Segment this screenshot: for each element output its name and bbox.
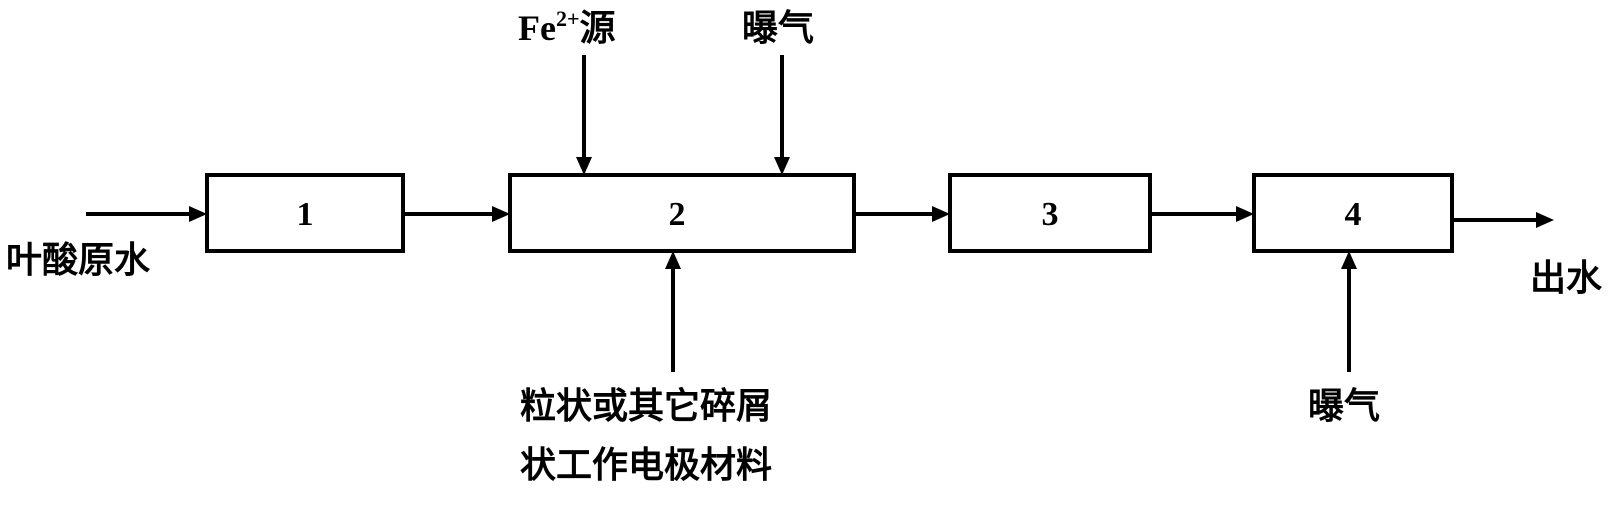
unit-3-box	[948, 173, 1152, 253]
arrow-unit1-to-unit2	[403, 206, 510, 222]
outlet-label: 出水	[1530, 258, 1603, 299]
outlet-arrow	[1452, 212, 1554, 228]
electrode-material-label-line2: 状工作电极材料	[520, 445, 772, 486]
electrode-material-arrow	[665, 251, 681, 372]
unit-1-box	[205, 173, 405, 253]
fe-source-suffix: 源	[580, 8, 616, 49]
fe-source-arrow	[576, 55, 592, 175]
inlet-label: 叶酸原水	[6, 240, 151, 281]
aeration-bottom-label: 曝气	[1308, 386, 1380, 427]
unit-4-box	[1252, 173, 1454, 253]
unit-4-number: 4	[1345, 196, 1362, 233]
fe-source-label: Fe2+源	[518, 6, 616, 49]
arrow-unit2-to-unit3	[854, 206, 950, 222]
electrode-material-label-line1: 粒状或其它碎屑	[520, 386, 772, 427]
unit-2-box	[508, 173, 856, 253]
fe-source-prefix: Fe	[518, 8, 556, 48]
unit-1-number: 1	[297, 196, 314, 233]
inlet-arrow	[86, 206, 207, 222]
unit-3-number: 3	[1042, 196, 1059, 233]
fe-source-superscript: 2+	[556, 6, 580, 31]
unit-2-number: 2	[669, 196, 686, 233]
aeration-top-arrow	[774, 55, 790, 175]
arrow-unit3-to-unit4	[1150, 206, 1254, 222]
aeration-bottom-arrow	[1341, 251, 1357, 372]
aeration-top-label: 曝气	[742, 8, 814, 49]
